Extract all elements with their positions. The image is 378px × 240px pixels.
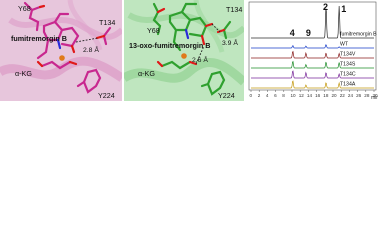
trace-fumitremorgin-b — [251, 5, 374, 39]
structure-panel-13-oxo-fumitremorgin-b: Y68 T134 13-oxo-fumitremorgin B 3.9 Å 2.… — [124, 0, 244, 101]
label-alpha-kg: α-KG — [15, 69, 32, 78]
iron-ion — [59, 55, 65, 61]
label-t134: T134 — [99, 18, 115, 27]
x-tick-label: 26 — [356, 93, 362, 98]
trace-wt — [251, 44, 374, 49]
structure-panel-fumitremorgin-b: Y68 T134 fumitremorgin B 2.8 Å α-KG Y224 — [0, 0, 122, 101]
plot-frame — [248, 1, 377, 91]
chart-background — [247, 0, 378, 101]
series-label: T134A — [340, 82, 356, 88]
background-a — [0, 0, 122, 101]
x-tick-label: 16 — [315, 93, 321, 98]
residue-t134-sticks — [95, 26, 112, 46]
label-distance-2: 2.6 Å — [192, 55, 208, 64]
x-tick-label: 20 — [332, 93, 338, 98]
helix-ribbon — [67, 0, 103, 51]
trace-t134c — [251, 70, 374, 79]
peak-label: 4 — [290, 28, 295, 38]
label-ligand: fumitremorgin B — [11, 34, 67, 43]
label-ligand: 13-oxo-fumitremorgin B — [129, 41, 210, 50]
x-tick-label: 10 — [291, 93, 297, 98]
label-y224: Y224 — [218, 91, 235, 100]
ligand-sticks — [36, 12, 80, 60]
series-label: WT — [340, 42, 349, 48]
x-tick-label: 22 — [340, 93, 346, 98]
iron-ion — [181, 53, 187, 59]
x-tick-label: 4 — [266, 93, 269, 98]
peak-label: 1 — [341, 4, 346, 14]
series-labels: fumitremorgin B WT T134V T134S T134C T134A — [340, 32, 377, 88]
residue-y224-sticks — [76, 68, 102, 94]
x-tick-label: 24 — [348, 93, 354, 98]
trace-t134v — [251, 50, 374, 59]
x-axis-label: min — [371, 95, 378, 101]
helix-ribbon — [124, 58, 244, 86]
residue-y68-sticks — [23, 1, 46, 32]
trace-t134s — [251, 60, 374, 69]
x-tick-label: 14 — [307, 93, 313, 98]
peak-label: 2 — [323, 2, 328, 12]
x-tick-label: 0 — [250, 93, 253, 98]
ligand-sticks — [168, 2, 214, 52]
label-distance: 2.8 Å — [83, 45, 99, 54]
series-label: fumitremorgin B — [340, 32, 377, 38]
protein-structure-render-a: Y68 T134 fumitremorgin B 2.8 Å α-KG Y224 — [0, 0, 122, 101]
series-label: T134V — [340, 52, 356, 58]
trace-t134a — [251, 80, 374, 89]
x-tick-label: 2 — [258, 93, 261, 98]
residue-t134-sticks — [216, 20, 232, 40]
residue-y68-sticks — [152, 2, 166, 36]
protein-structure-render-b: Y68 T134 13-oxo-fumitremorgin B 3.9 Å 2.… — [124, 0, 244, 101]
peak-labels: 2 1 4 9 — [290, 2, 346, 38]
x-tick-label: 8 — [282, 93, 285, 98]
label-alpha-kg: α-KG — [138, 69, 155, 78]
label-distance-1: 3.9 Å — [222, 38, 238, 47]
series-label: T134C — [340, 72, 356, 78]
x-tick-label: 30 — [373, 93, 378, 98]
alpha-kg-sticks — [156, 60, 198, 70]
x-tick-label: 12 — [299, 93, 305, 98]
series-traces — [251, 5, 374, 89]
helix-ribbon — [0, 56, 122, 82]
x-tick-label: 28 — [364, 93, 370, 98]
peak-label: 9 — [306, 28, 311, 38]
x-tick-label: 6 — [274, 93, 277, 98]
label-y68: Y68 — [18, 4, 31, 13]
helix-ribbon — [8, 17, 122, 40]
distance-line — [75, 37, 99, 43]
series-label: T134S — [340, 62, 356, 68]
label-y224: Y224 — [98, 91, 115, 100]
label-y68: Y68 — [147, 26, 160, 35]
x-tick-label: 18 — [323, 93, 329, 98]
label-t134: T134 — [226, 5, 242, 14]
residue-y224-sticks — [200, 70, 226, 96]
alpha-kg-sticks — [36, 60, 78, 70]
